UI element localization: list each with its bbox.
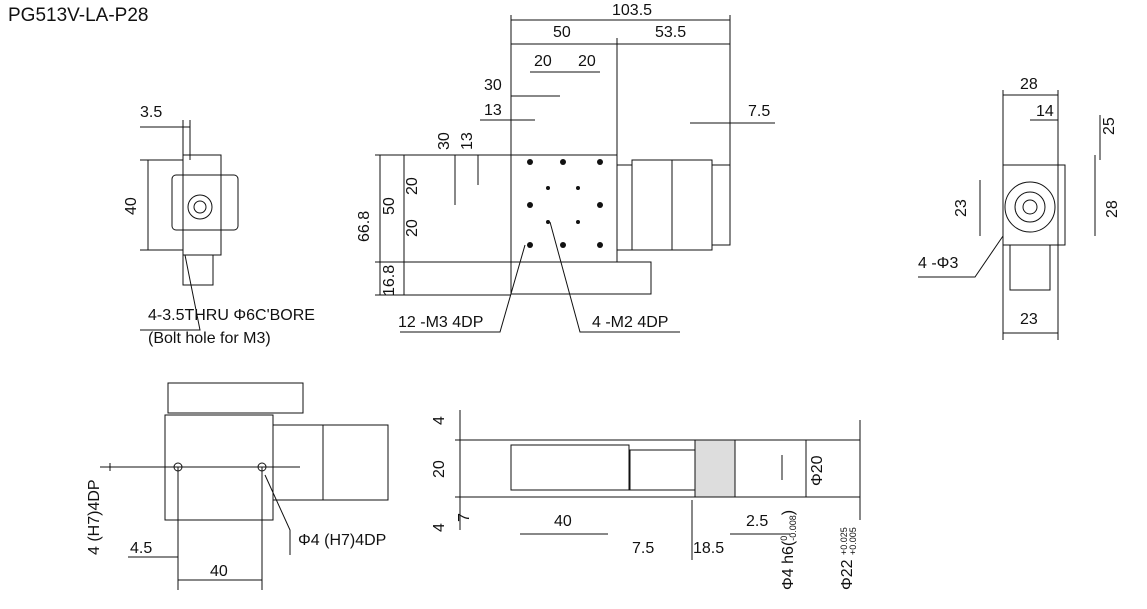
drawing-title: PG513V-LA-P28 [8, 5, 149, 26]
dim-side-18-5: 18.5 [693, 540, 725, 557]
top-view-body [375, 15, 775, 333]
dim-side-2-5: 2.5 [746, 513, 769, 530]
vdim-16-8: 16.8 [381, 264, 398, 296]
dim-4-5: 4.5 [130, 540, 153, 557]
dim-side-7: 7 [456, 513, 473, 522]
vdim-13: 13 [459, 132, 476, 150]
note-bolt-m3: (Bolt hole for M3) [148, 330, 271, 347]
dim-top-7-5: 7.5 [748, 103, 771, 120]
bottom-side-view-body [455, 410, 861, 560]
bottom-left-view-body [100, 382, 389, 590]
dim-side-4a: 4 [431, 416, 448, 425]
dim-shaft-phi4: Φ4 h6(0-0.008) [779, 509, 798, 590]
dim-top-30: 30 [484, 77, 502, 94]
dim-top-53-5: 53.5 [655, 24, 687, 41]
dim-side-4b: 4 [431, 523, 448, 532]
dim-left-40: 40 [123, 197, 140, 215]
vdim-30: 30 [436, 132, 453, 150]
shaft-tol-lower: -0.008 [788, 515, 798, 541]
vdim-20b: 20 [404, 219, 421, 237]
vdim-50: 50 [381, 197, 398, 215]
vdim-66-8: 66.8 [356, 210, 373, 242]
dim-side-20: 20 [431, 460, 448, 478]
dim-left-3-5: 3.5 [140, 104, 163, 121]
callout-m2: 4 -M2 4DP [592, 314, 669, 331]
callout-m3: 12 -M3 4DP [398, 314, 484, 331]
dim-side-7-5: 7.5 [632, 540, 655, 557]
dim-right-25: 25 [1101, 117, 1118, 135]
dim-top-overall: 103.5 [612, 2, 653, 19]
shaft-label: Φ4 h6 [780, 546, 798, 590]
dim-bl-40: 40 [210, 563, 228, 580]
callout-phi4-h7: Φ4 (H7)4DP [298, 532, 387, 549]
dim-right-28: 28 [1020, 76, 1038, 93]
left-view-body [140, 120, 239, 331]
callout-phi3: 4 -Φ3 [918, 255, 959, 272]
vdim-20a: 20 [404, 177, 421, 195]
dim-flange-phi22: Φ22 +0.025+0.005 [839, 527, 858, 590]
dim-top-50: 50 [553, 24, 571, 41]
dim-bore-phi20: Φ20 [809, 455, 826, 486]
dim-h7-4dp: 4 (H7)4DP [86, 479, 103, 555]
dim-right-23: 23 [1020, 311, 1038, 328]
flange-tol-lower: +0.005 [848, 527, 858, 555]
note-bolt-hole: 4-3.5THRU Φ6C'BORE [148, 307, 315, 324]
dim-top-20b: 20 [578, 53, 596, 70]
dim-right-23v: 23 [953, 199, 970, 217]
flange-label: Φ22 [839, 559, 856, 590]
dim-side-40: 40 [554, 513, 572, 530]
right-view-body [918, 90, 1101, 340]
dim-right-28v: 28 [1104, 200, 1121, 218]
dim-top-20a: 20 [534, 53, 552, 70]
dim-top-13: 13 [484, 102, 502, 119]
dim-right-14: 14 [1036, 103, 1054, 120]
